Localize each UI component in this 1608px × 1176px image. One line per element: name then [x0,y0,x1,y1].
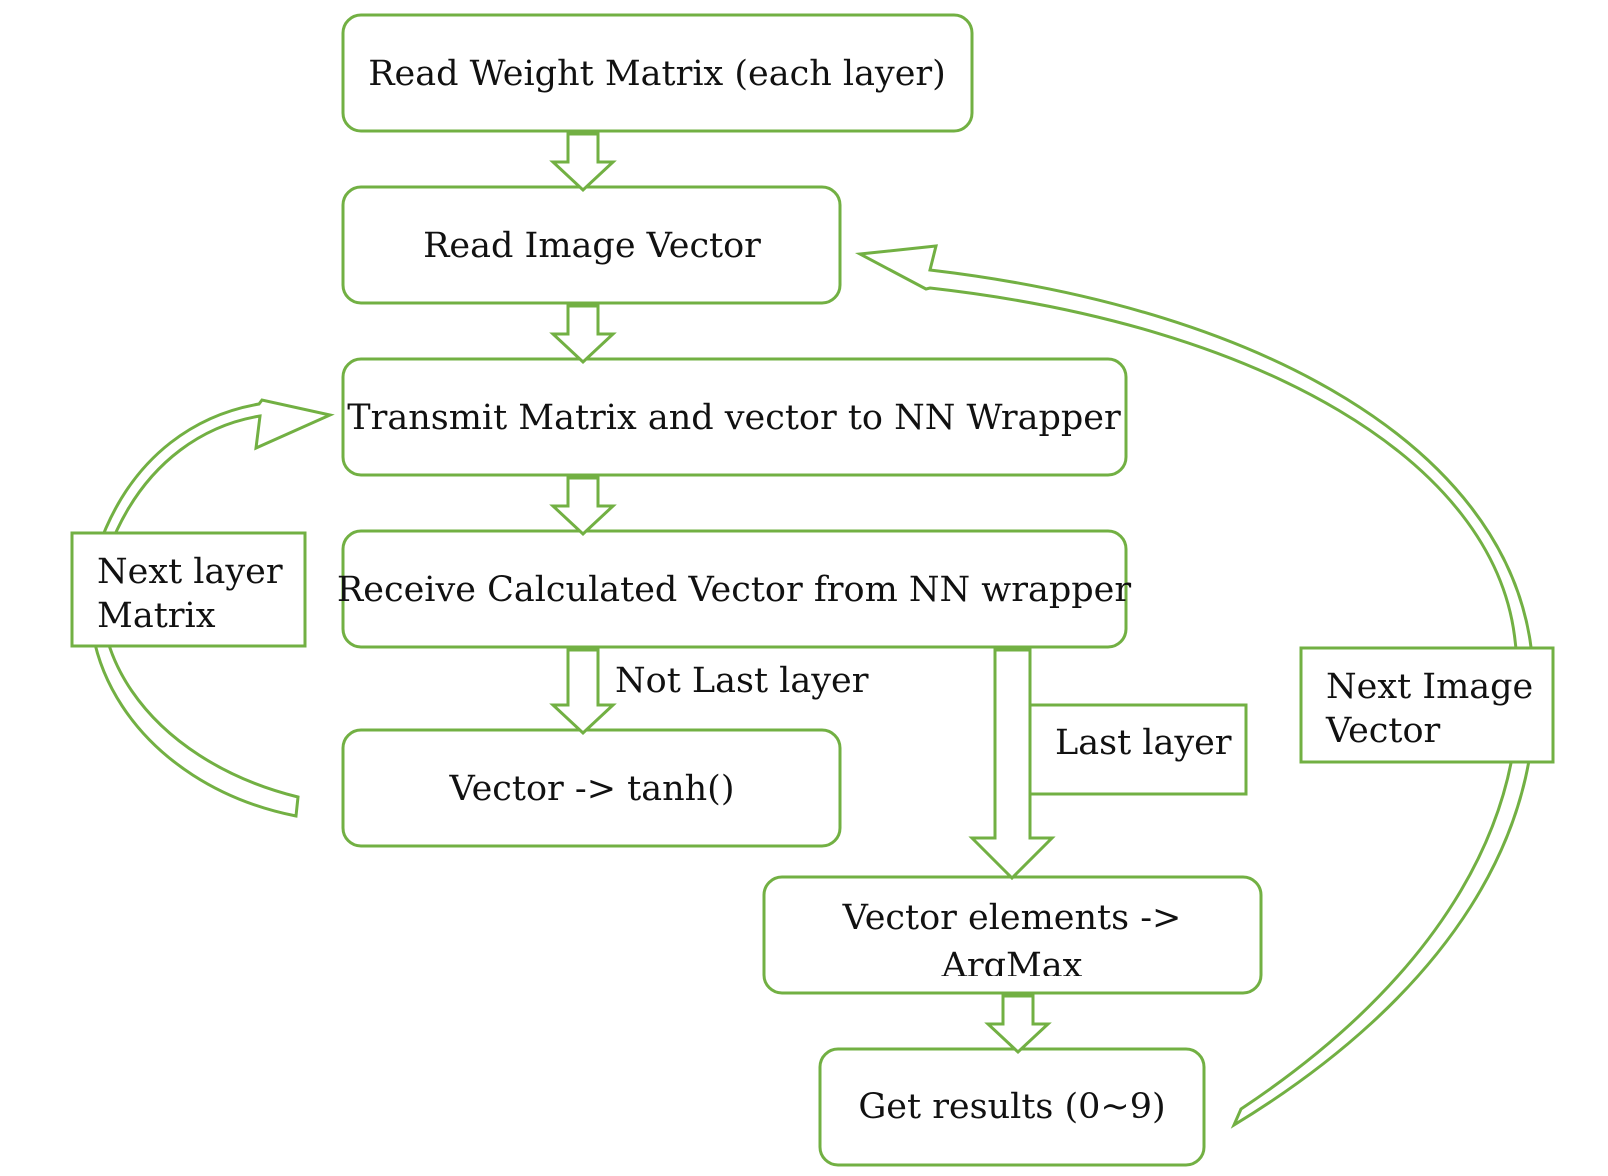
next-image-label-line1: Next Image [1326,667,1533,707]
next-layer-label-line1: Next layer [97,552,283,592]
arrow-image-to-transmit [549,304,617,365]
arrow-argmax-to-results [984,994,1052,1055]
arrow-weight-to-image [549,132,617,193]
receive-text: Receive Calculated Vector from NN wrappe… [337,570,1131,610]
arrow-receive-to-tanh [549,648,617,736]
read-weight-box [341,13,974,133]
read-image-box [341,185,842,305]
results-box [818,1047,1206,1167]
read-weight-text: Read Weight Matrix (each layer) [368,54,946,94]
tanh-text: Vector -> tanh() [449,769,735,809]
last-layer-label: Last layer [1055,723,1232,763]
argmax-text-group: Vector elements -> ArgMax [842,898,1182,986]
argmax-text-line1: Vector elements -> [842,898,1182,938]
next-layer-loop-arrow [88,398,335,818]
next-image-loop-arrow [854,244,1536,1129]
next-layer-label-box [70,531,307,648]
transmit-box [341,357,1128,477]
not-last-layer-label: Not Last layer [615,661,869,701]
next-image-label-box [1299,646,1555,764]
next-layer-label-line2: Matrix [97,596,216,636]
next-image-label-line2: Vector [1325,711,1441,751]
transmit-text: Transmit Matrix and vector to NN Wrapper [347,398,1121,438]
tanh-box [341,728,842,848]
results-text: Get results (0~9) [858,1087,1165,1127]
arrow-receive-to-argmax [968,648,1056,881]
arrow-transmit-to-receive [549,476,617,537]
argmax-text-line2: ArgMax [941,946,1083,986]
read-image-text: Read Image Vector [423,226,761,266]
receive-box [341,529,1128,649]
